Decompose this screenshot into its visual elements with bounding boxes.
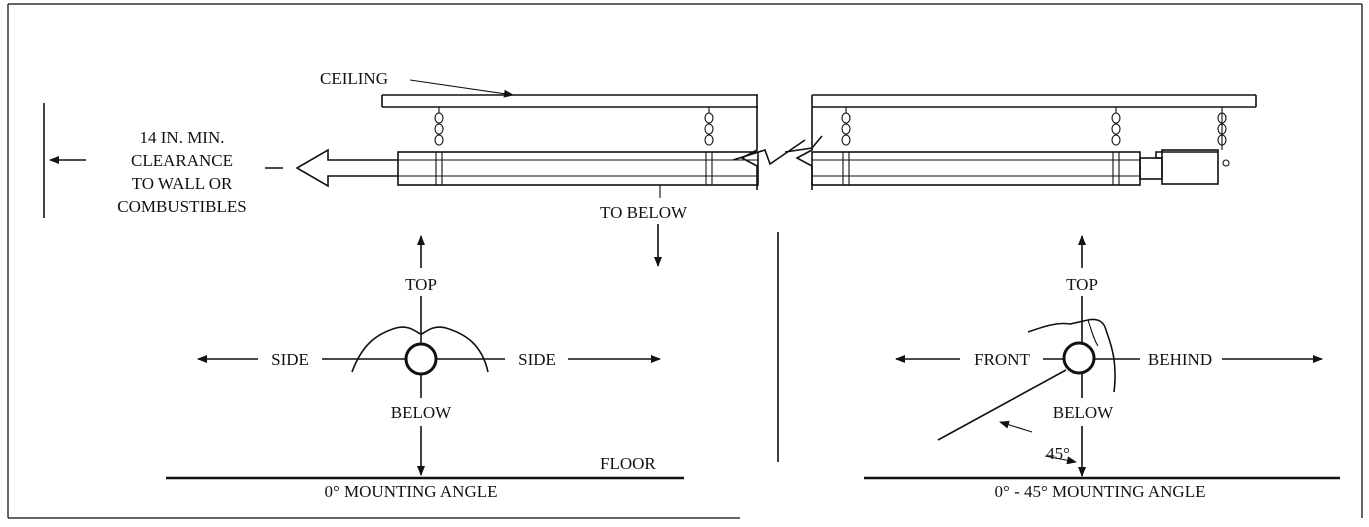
hanger-5 xyxy=(1217,107,1227,150)
clearance-note: 14 IN. MIN. CLEARANCE TO WALL OR COMBUST… xyxy=(117,128,246,216)
ceiling-label: CEILING xyxy=(320,69,388,88)
right-front-label: FRONT xyxy=(974,350,1030,369)
clearance-line-1: 14 IN. MIN. xyxy=(140,128,225,147)
angle-label: 45° xyxy=(1046,444,1070,463)
to-below-label: TO BELOW xyxy=(600,203,688,222)
left-side-label-right: SIDE xyxy=(518,350,556,369)
right-reflector-inner xyxy=(1087,319,1099,347)
clearance-line-2: CLEARANCE xyxy=(131,151,233,170)
left-side-label-left: SIDE xyxy=(271,350,309,369)
right-behind-label: BEHIND xyxy=(1148,350,1212,369)
heater-tube-right xyxy=(811,151,1163,186)
angle-pointer xyxy=(1044,455,1077,465)
ceiling-beam xyxy=(381,94,1257,108)
left-reflector xyxy=(351,326,489,373)
left-view: TOP SIDE SIDE BELOW FLOOR 0° MOUNTING AN… xyxy=(166,235,684,501)
burner-box xyxy=(1155,149,1230,185)
hanger-4 xyxy=(1111,107,1121,146)
left-tube-section xyxy=(404,342,438,376)
hanger-1 xyxy=(434,107,444,146)
clearance-line-4: COMBUSTIBLES xyxy=(117,197,246,216)
right-caption: 0° - 45° MOUNTING ANGLE xyxy=(995,482,1206,501)
right-tube-section xyxy=(1062,341,1096,375)
angle-line xyxy=(937,369,1067,441)
floor-label: FLOOR xyxy=(600,454,656,473)
ceiling-leader xyxy=(409,79,514,98)
right-reflector xyxy=(1027,318,1116,393)
heater-tube-left xyxy=(397,151,759,186)
left-caption: 0° MOUNTING ANGLE xyxy=(324,482,497,501)
left-below-label: BELOW xyxy=(391,403,452,422)
left-top-label: TOP xyxy=(405,275,437,294)
hanger-3 xyxy=(841,107,851,146)
right-top-label: TOP xyxy=(1066,275,1098,294)
clearance-arrow xyxy=(295,148,398,188)
chain-hangers xyxy=(434,107,1227,150)
angle-arc-arrow xyxy=(999,420,1033,433)
right-view: TOP FRONT BEHIND BELOW 45° 0° - 45° MOUN… xyxy=(864,235,1340,501)
hanger-2 xyxy=(704,107,714,146)
outer-frame xyxy=(7,3,1363,519)
right-below-label: BELOW xyxy=(1053,403,1114,422)
clearance-line-3: TO WALL OR xyxy=(132,174,233,193)
